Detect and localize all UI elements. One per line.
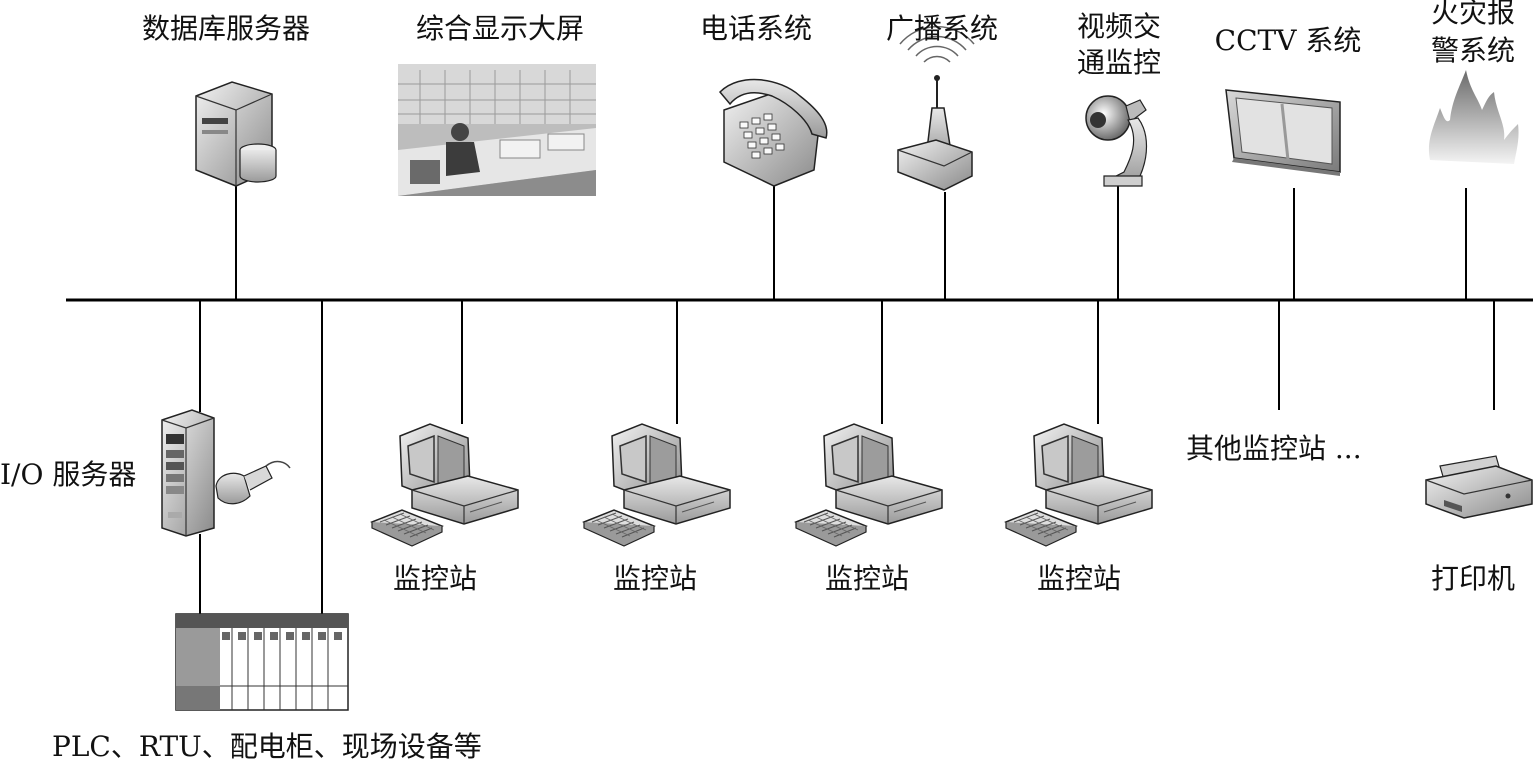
station-label-4: 监控站: [1036, 562, 1121, 595]
upper-connectors: [235, 182, 1467, 300]
broadcast-system-label: 广播系统: [885, 12, 998, 45]
monitor-screen-icon: [1225, 89, 1341, 176]
fire-alarm-label-line1: 火灾报: [1430, 0, 1515, 29]
control-room-photo: [398, 64, 596, 196]
workstation-icon: [583, 423, 731, 547]
fire-icon: [1428, 70, 1519, 164]
plc-label: PLC、RTU、配电柜、现场设备等: [52, 730, 482, 763]
traffic-video-label-line1: 视频交: [1076, 10, 1161, 43]
database-server-icon: [195, 81, 277, 187]
display-wall-label: 综合显示大屏: [415, 12, 584, 45]
dome-camera-icon: [1085, 95, 1148, 187]
station-label-2: 监控站: [612, 562, 697, 595]
workstation-icon: [1005, 423, 1153, 547]
fire-alarm-label-line2: 警系统: [1430, 34, 1515, 67]
lower-connectors: [199, 300, 1495, 616]
plc-rack-icon: [175, 613, 349, 711]
io-server-icon: [161, 409, 291, 537]
station-label-1: 监控站: [392, 562, 477, 595]
printer-icon: [1425, 455, 1533, 519]
traffic-video-label-line2: 通监控: [1076, 46, 1161, 79]
broadcast-antenna-icon: [897, 25, 975, 191]
station-label-3: 监控站: [824, 562, 909, 595]
phone-system-label: 电话系统: [699, 12, 812, 45]
workstation-icon: [371, 423, 519, 547]
workstation-icon: [795, 423, 943, 547]
telephone-icon: [718, 78, 828, 187]
other-stations-label: 其他监控站 ...: [1186, 432, 1362, 465]
database-server-label: 数据库服务器: [141, 12, 310, 45]
io-server-label: I/O 服务器: [0, 458, 137, 491]
cctv-system-label: CCTV 系统: [1214, 24, 1362, 57]
printer-label: 打印机: [1430, 562, 1515, 595]
